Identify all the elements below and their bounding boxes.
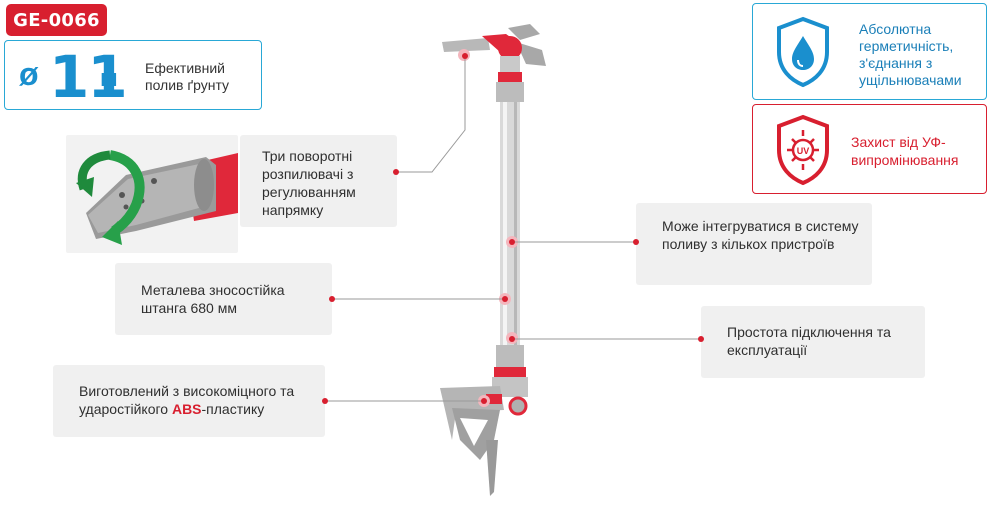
feature-simple-label: Простота підключення та експлуатації — [701, 306, 925, 378]
uv-info-box: UV Захист від УФ-випромінювання — [752, 104, 987, 194]
feature-simple-text: Простота підключення та експлуатації — [727, 324, 891, 358]
nozzle-detail-inset — [66, 135, 238, 253]
feature-rod-label: Металева зносостійка штанга 680 мм — [115, 263, 332, 335]
rotation-arrow-icon — [76, 150, 145, 245]
feature-rod-text: Металева зносостійка штанга 680 мм — [141, 282, 285, 316]
uv-sun-shield-icon: UV — [777, 114, 829, 186]
diameter-description: Ефективний полив ґрунту — [145, 60, 230, 93]
sealing-info-box: Абсолютна герметичність, з'єднання з ущі… — [752, 3, 987, 100]
water-drop-shield-icon — [777, 16, 829, 88]
feature-integrate-label: Може інтегруватися в систему поливу з кі… — [636, 203, 872, 285]
diameter-value: 11 — [49, 43, 128, 111]
feature-sprayers-text: Три поворотні розпилювачі з регулюванням… — [262, 148, 356, 218]
sealing-info-text: Абсолютна герметичність, з'єднання з ущі… — [859, 21, 962, 88]
feature-abs-label: Виготовлений з високоміцного та ударості… — [53, 365, 325, 437]
feature-integrate-text: Може інтегруватися в систему поливу з кі… — [662, 218, 859, 252]
feature-abs-text-prefix: Виготовлений з високоміцного та ударості… — [79, 383, 295, 417]
feature-sprayers-label: Три поворотні розпилювачі з регулюванням… — [240, 135, 397, 227]
uv-info-text: Захист від УФ-випромінювання — [851, 134, 959, 168]
feature-abs-text-suffix: -пластику — [201, 401, 265, 417]
diameter-symbol: ø — [19, 56, 39, 92]
feature-abs-highlight: ABS — [171, 401, 202, 417]
diameter-unit: м — [100, 65, 118, 92]
uv-icon-label: UV — [797, 146, 810, 156]
model-badge: GE-0066 — [6, 4, 107, 36]
watering-diameter-box: ø 11 м Ефективний полив ґрунту — [4, 40, 262, 111]
